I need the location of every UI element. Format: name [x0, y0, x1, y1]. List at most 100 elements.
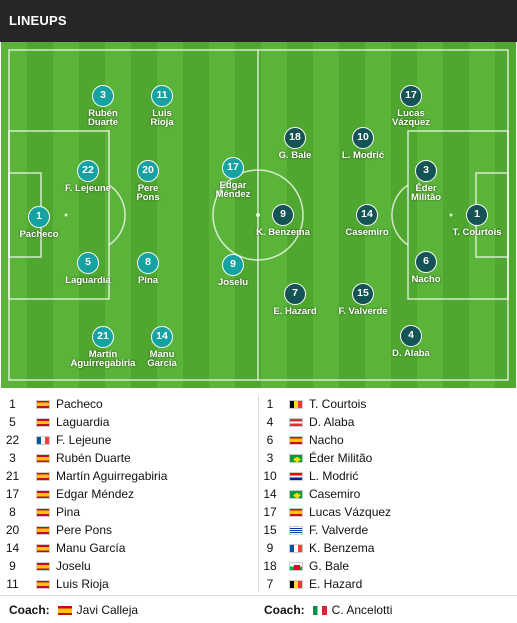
lineup-row[interactable]: 9 K. Benzema — [259, 539, 513, 557]
pitch-player-away[interactable]: 15 F. Valverde — [318, 283, 408, 316]
spain-flag-icon — [289, 436, 303, 445]
player-name[interactable]: Martín Aguirregabiria — [56, 469, 168, 483]
pitch-player-home[interactable]: 21 Martín Aguirregabiria — [58, 326, 148, 368]
coach-name[interactable]: C. Ancelotti — [331, 603, 393, 617]
player-name[interactable]: Laguardia — [56, 415, 110, 429]
player-name[interactable]: Manu García — [56, 541, 126, 555]
austria-flag-icon — [289, 418, 303, 427]
lineup-row[interactable]: 8 Pina — [0, 503, 255, 521]
player-number: 14 — [5, 541, 20, 555]
spain-flag-icon — [289, 508, 303, 517]
pitch-player-away[interactable]: 10 L. Modrić — [318, 127, 408, 160]
player-name[interactable]: Rubén Duarte — [56, 451, 131, 465]
player-number: 14 — [263, 487, 277, 501]
player-name[interactable]: D. Alaba — [309, 415, 355, 429]
player-name[interactable]: Luis Rioja — [56, 577, 109, 591]
belgium-flag-icon — [289, 580, 303, 589]
player-number-badge: 6 — [415, 251, 437, 273]
spain-flag-icon — [57, 606, 72, 616]
pitch-player-away[interactable]: 18 G. Bale — [250, 127, 340, 160]
pitch-player-away[interactable]: 4 D. Alaba — [366, 325, 456, 358]
spain-flag-icon — [36, 526, 50, 535]
player-name: Martín Aguirregabiria — [70, 349, 136, 369]
lineup-row[interactable]: 18 G. Bale — [259, 557, 513, 575]
player-number: 1 — [266, 397, 274, 411]
pitch-player-home[interactable]: 9 Joselu — [188, 254, 278, 287]
pitch-player-away[interactable]: 1 T. Courtois — [432, 204, 516, 237]
lineups-header: LINEUPS — [0, 0, 517, 42]
player-number: 7 — [266, 577, 274, 591]
pitch-player-home[interactable]: 22 F. Lejeune — [43, 160, 133, 193]
player-name[interactable]: F. Valverde — [309, 523, 369, 537]
pitch-player-away[interactable]: 7 E. Hazard — [250, 283, 340, 316]
player-name[interactable]: Pere Pons — [56, 523, 113, 537]
pitch-player-away[interactable]: 14 Casemiro — [322, 204, 412, 237]
player-number: 20 — [5, 523, 20, 537]
player-name[interactable]: K. Benzema — [309, 541, 375, 555]
lineup-row[interactable]: 1 T. Courtois — [259, 395, 513, 413]
pitch-player-home[interactable]: 17 Edgar Méndez — [188, 157, 278, 199]
lineup-row[interactable]: 7 E. Hazard — [259, 575, 513, 593]
player-name: Laguardia — [65, 275, 111, 286]
player-name: K. Benzema — [256, 227, 310, 238]
player-name[interactable]: Pina — [56, 505, 81, 519]
coach-name[interactable]: Javi Calleja — [76, 603, 139, 617]
player-number: 8 — [9, 505, 16, 519]
player-name[interactable]: Joselu — [56, 559, 91, 573]
pitch-player-home[interactable]: 3 Rubén Duarte — [58, 85, 148, 127]
player-number: 1 — [9, 397, 16, 411]
pitch-player-home[interactable]: 1 Pacheco — [1, 206, 84, 239]
italy-flag-icon — [312, 606, 327, 616]
player-number-badge: 18 — [284, 127, 306, 149]
spain-flag-icon — [36, 562, 50, 571]
player-number: 9 — [266, 541, 274, 555]
pitch-player-away[interactable]: 3 Éder Militão — [381, 160, 471, 202]
brazil-flag-icon — [289, 490, 303, 499]
pitch-player-away[interactable]: 6 Nacho — [381, 251, 471, 284]
pitch-player-away[interactable]: 17 Lucas Vázquez — [366, 85, 456, 127]
player-number-badge: 11 — [151, 85, 173, 107]
player-name[interactable]: Nacho — [309, 433, 344, 447]
player-name: Casemiro — [345, 227, 389, 238]
pitch-player-home[interactable]: 14 Manu García — [117, 326, 207, 368]
pitch-player-away[interactable]: 9 K. Benzema — [238, 204, 328, 237]
france-flag-icon — [289, 544, 303, 553]
pitch-player-home[interactable]: 5 Laguardia — [43, 252, 133, 285]
player-name[interactable]: Casemiro — [309, 487, 361, 501]
player-name[interactable]: Pacheco — [56, 397, 103, 411]
player-name: D. Alaba — [392, 348, 430, 359]
player-name[interactable]: Éder Militão — [309, 451, 373, 465]
lineup-row[interactable]: 14 Manu García — [0, 539, 255, 557]
player-name: Manu García — [147, 349, 177, 369]
pitch-player-home[interactable]: 11 Luis Rioja — [117, 85, 207, 127]
lineup-row[interactable]: 17 Edgar Méndez — [0, 485, 255, 503]
player-name[interactable]: Edgar Méndez — [56, 487, 135, 501]
player-name[interactable]: E. Hazard — [309, 577, 363, 591]
player-number: 17 — [5, 487, 20, 501]
lineup-row[interactable]: 14 Casemiro — [259, 485, 513, 503]
pitch-player-home[interactable]: 20 Pere Pons — [103, 160, 193, 202]
player-name[interactable]: G. Bale — [309, 559, 350, 573]
lineup-row[interactable]: 1 Pacheco — [0, 395, 255, 413]
player-number: 18 — [263, 559, 277, 573]
player-name[interactable]: L. Modrić — [309, 469, 359, 483]
pitch-player-home[interactable]: 8 Pina — [103, 252, 193, 285]
player-name[interactable]: Lucas Vázquez — [309, 505, 392, 519]
player-name: E. Hazard — [273, 306, 317, 317]
lineup-row[interactable]: 20 Pere Pons — [0, 521, 255, 539]
spain-flag-icon — [36, 400, 50, 409]
player-name[interactable]: T. Courtois — [309, 397, 367, 411]
player-name[interactable]: F. Lejeune — [56, 433, 112, 447]
